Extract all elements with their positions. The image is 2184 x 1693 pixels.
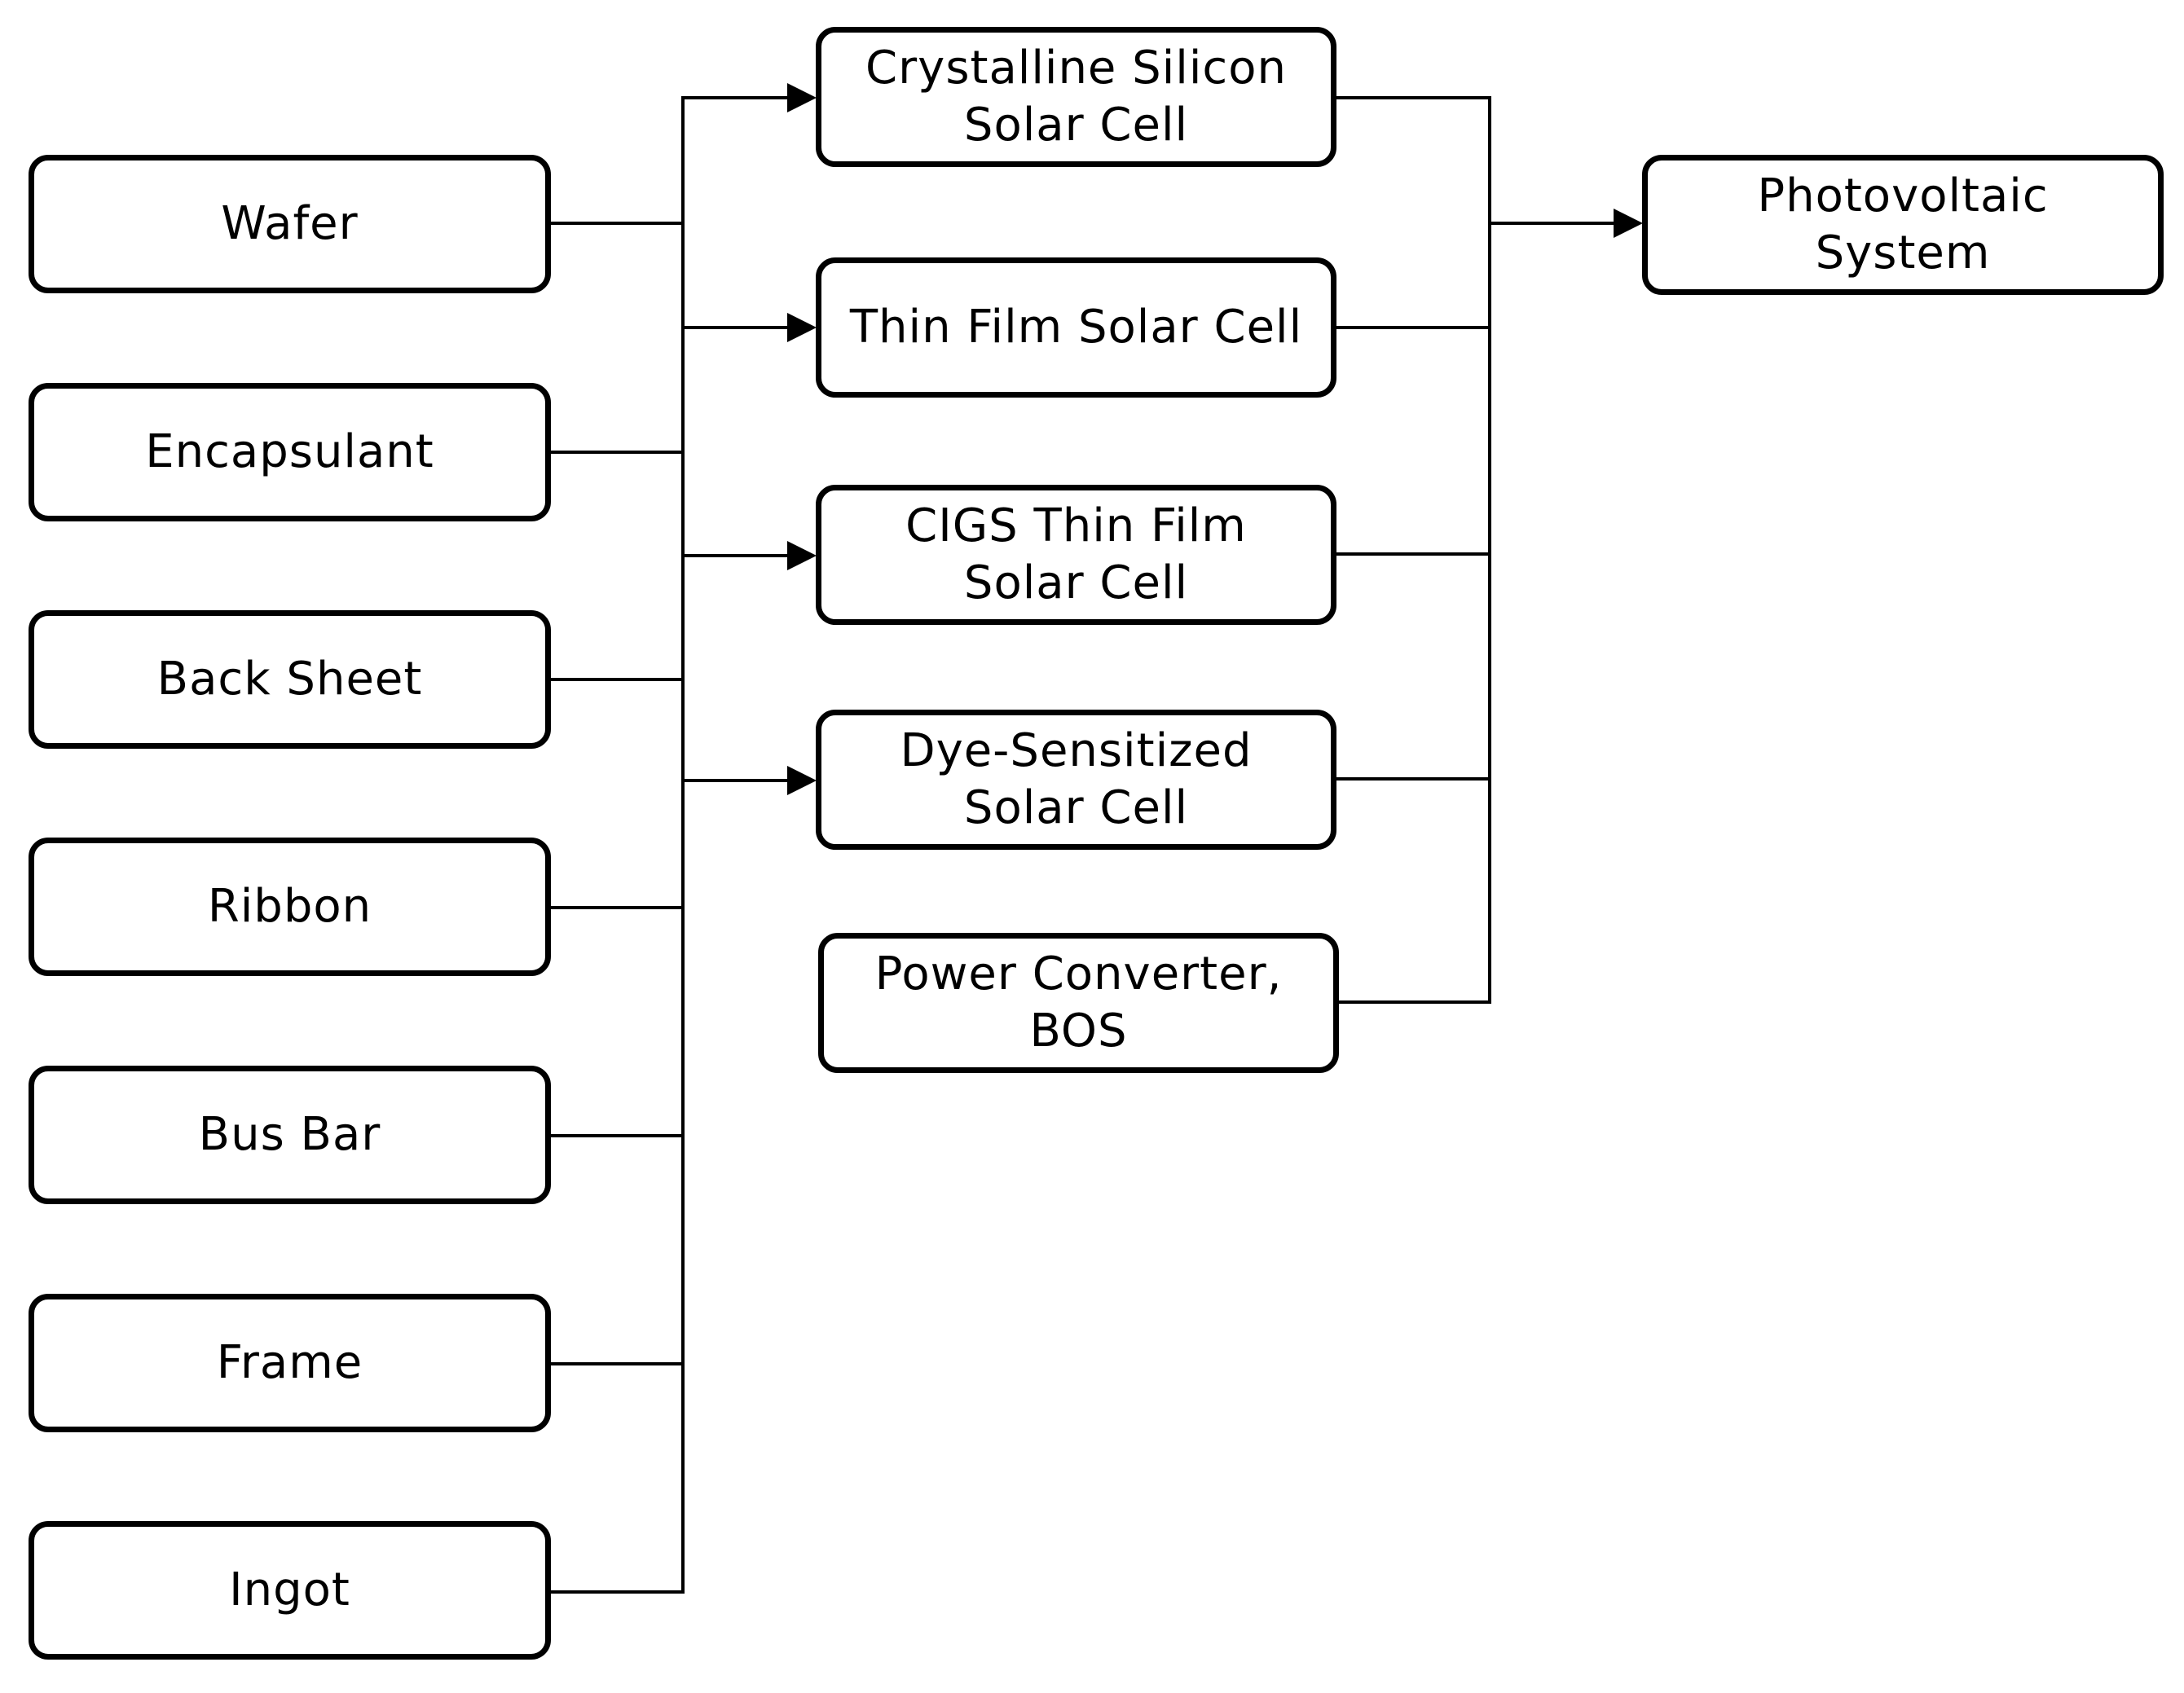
arrowhead-dye <box>787 766 817 795</box>
node-thin-film-solar-cell: Thin Film Solar Cell <box>816 257 1336 398</box>
node-label: CIGS Thin Film Solar Cell <box>905 499 1247 609</box>
node-ribbon: Ribbon <box>29 838 551 976</box>
node-ingot: Ingot <box>29 1521 551 1660</box>
node-frame: Frame <box>29 1294 551 1432</box>
node-label: Thin Film Solar Cell <box>849 301 1303 354</box>
node-label: Crystalline Silicon Solar Cell <box>865 42 1287 152</box>
node-photovoltaic-system: Photovoltaic System <box>1642 155 2164 295</box>
node-label: Bus Bar <box>198 1108 381 1161</box>
node-label: Power Converter, BOS <box>874 948 1283 1058</box>
node-label: Wafer <box>221 197 359 250</box>
node-encapsulant: Encapsulant <box>29 383 551 521</box>
node-label: Ribbon <box>207 880 372 933</box>
node-back-sheet: Back Sheet <box>29 610 551 749</box>
node-power-converter-bos: Power Converter, BOS <box>818 933 1339 1073</box>
node-label: Ingot <box>229 1563 350 1616</box>
node-bus-bar: Bus Bar <box>29 1066 551 1204</box>
node-label: Photovoltaic System <box>1757 169 2049 279</box>
arrowhead-cigs <box>787 541 817 570</box>
node-wafer: Wafer <box>29 155 551 293</box>
node-label: Frame <box>216 1336 363 1389</box>
node-label: Encapsulant <box>145 425 434 478</box>
node-dye-sensitized-solar-cell: Dye-Sensitized Solar Cell <box>816 710 1336 850</box>
node-label: Back Sheet <box>156 653 423 706</box>
node-cigs-thin-film-solar-cell: CIGS Thin Film Solar Cell <box>816 485 1336 625</box>
node-crystalline-silicon-solar-cell: Crystalline Silicon Solar Cell <box>816 27 1336 167</box>
arrowhead-thin-film <box>787 313 817 342</box>
arrowhead-system <box>1614 209 1643 238</box>
arrowhead-crystalline <box>787 83 817 112</box>
node-label: Dye-Sensitized Solar Cell <box>900 724 1253 834</box>
